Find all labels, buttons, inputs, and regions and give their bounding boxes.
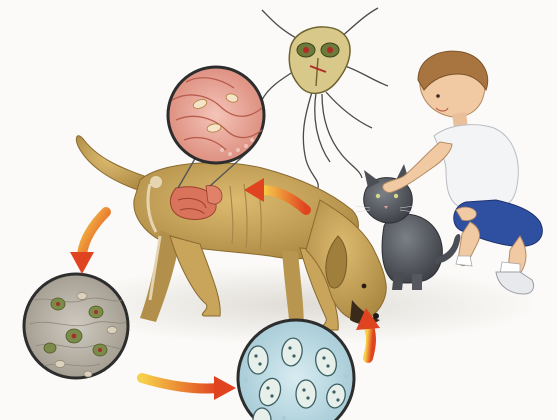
feces-closeup-magnifier: [24, 274, 128, 378]
arrow-to-cysts: [142, 376, 236, 400]
cysts-closeup-magnifier: [238, 320, 354, 420]
arrow-to-feces: [70, 212, 106, 274]
giardia-trophozoite: [262, 8, 388, 188]
